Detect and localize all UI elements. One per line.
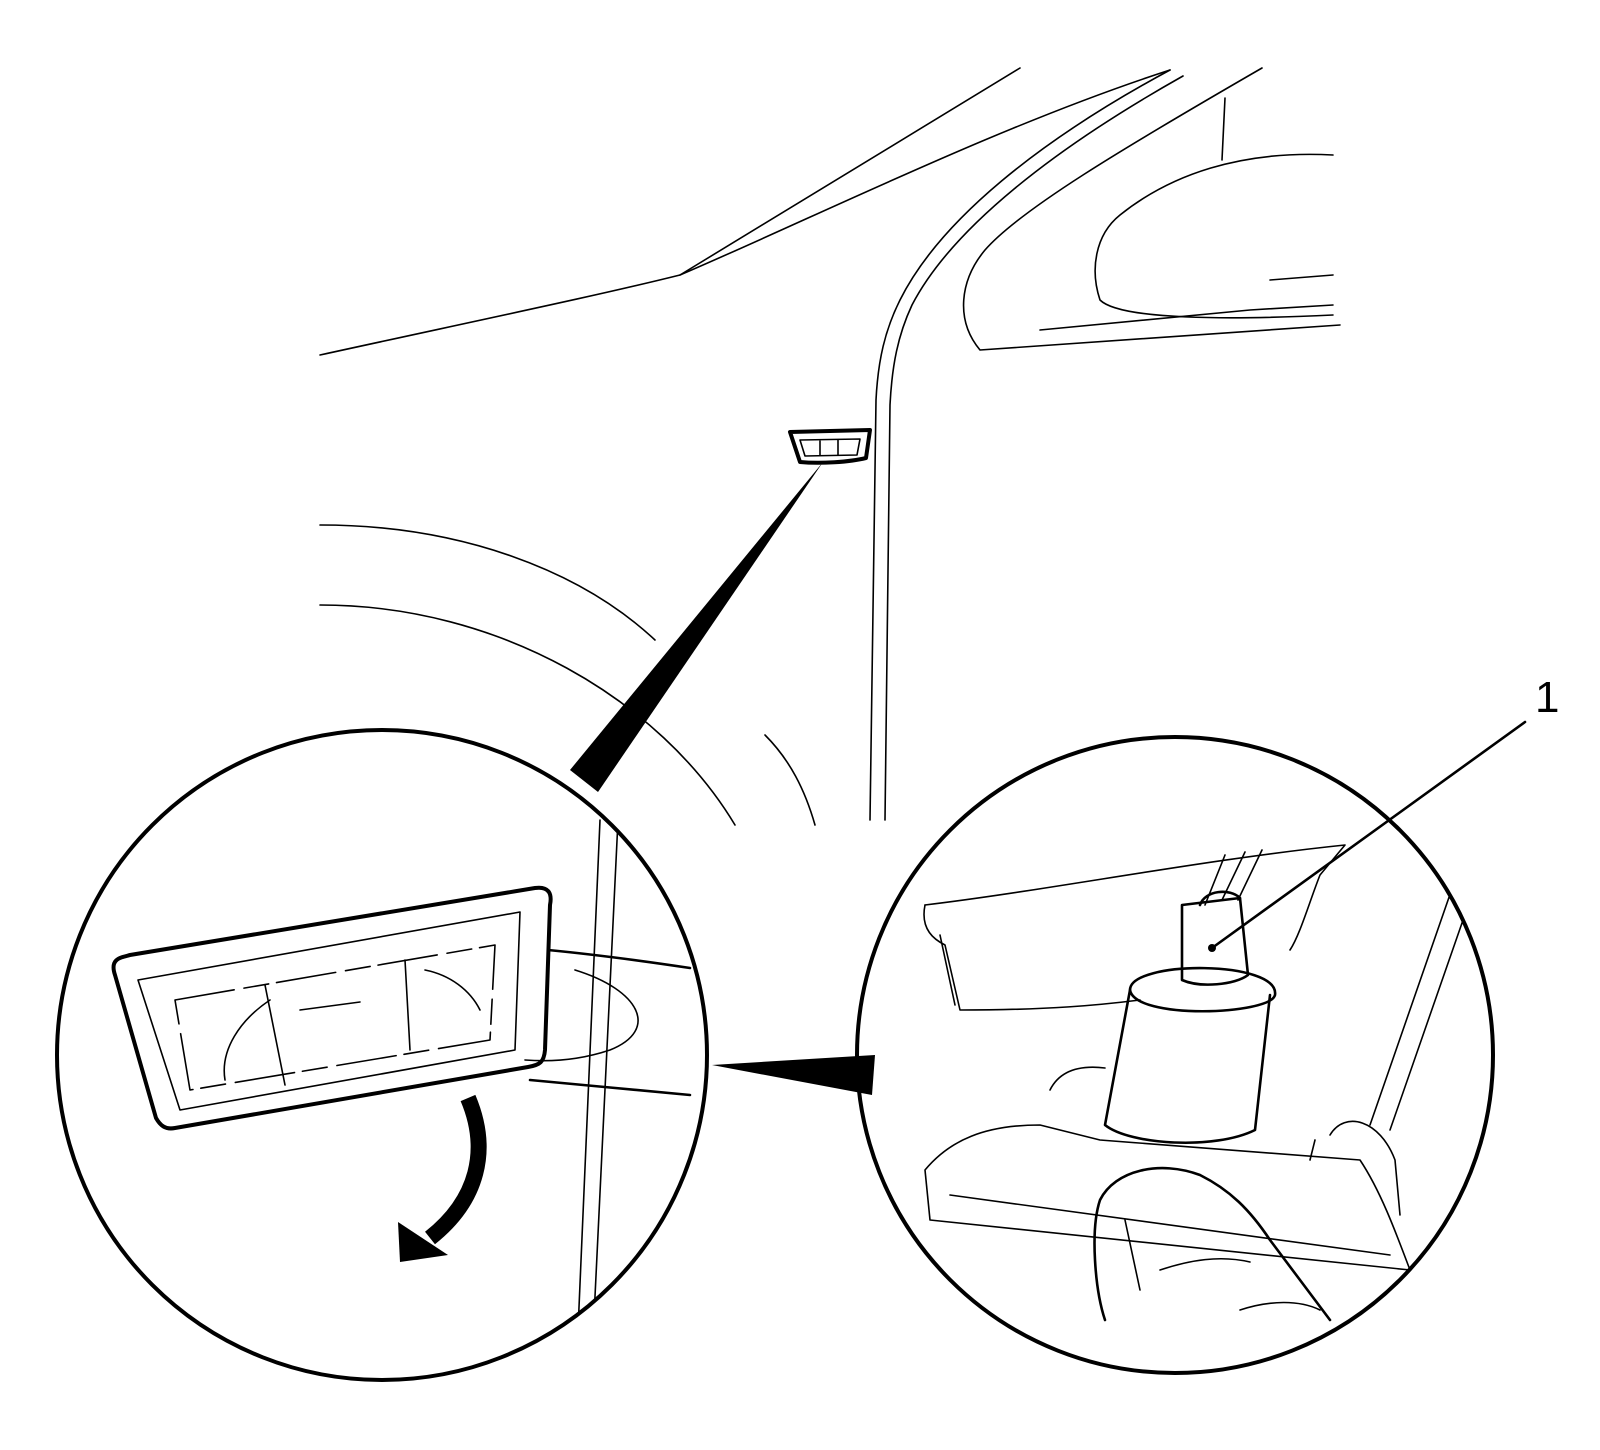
bulb-socket: [1049, 849, 1277, 1144]
right-detail-circle: [855, 735, 1495, 1375]
car-body-outline: [319, 67, 1341, 826]
zoom-pointer-right: [712, 1055, 875, 1095]
left-detail-circle: [55, 728, 709, 1382]
rotation-arrow-icon: [398, 1094, 487, 1262]
marker-lamp-lens: [111, 885, 553, 1131]
callout-1-dot: [1208, 944, 1216, 952]
technician-thumb: [1093, 1166, 1332, 1322]
zoom-pointer-left: [570, 462, 823, 792]
side-marker-lamp: [788, 428, 872, 465]
callout-1: 1: [1208, 673, 1559, 952]
callout-1-label: 1: [1535, 673, 1559, 722]
